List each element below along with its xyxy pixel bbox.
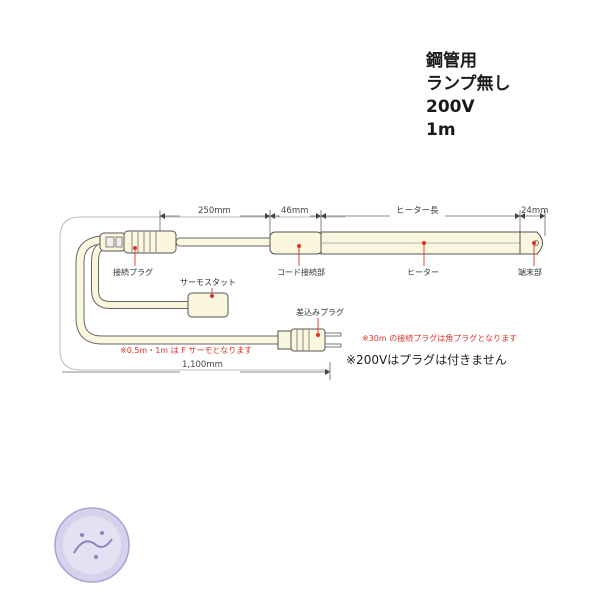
dim-heater-length: ヒーター長 — [396, 206, 439, 216]
dim-1100: 1,100mm — [182, 360, 223, 370]
dim-46: 46mm — [281, 206, 308, 216]
connect-plug — [99, 230, 177, 254]
dimension-arrows — [160, 213, 545, 375]
dim-24: 24mm — [521, 206, 548, 216]
dimension-lines — [62, 210, 546, 380]
label-end-part: 端末部 — [518, 267, 542, 277]
frame-outline — [59, 216, 345, 371]
leader-lines — [134, 243, 535, 335]
label-cord-joint: コード接続部 — [277, 267, 325, 277]
cords — [75, 235, 285, 345]
dim-250: 250mm — [198, 206, 231, 216]
note-thermostat-type: ※0.5m・1m は F サーモとなります — [120, 346, 252, 355]
spec-block: 鋼管用 ランプ無し 200V 1m — [426, 50, 596, 142]
label-connect-plug: 接続プラグ — [113, 267, 153, 277]
cord-joint — [269, 231, 323, 255]
note-200v-no-plug: ※200Vはプラグは付きません — [346, 353, 507, 367]
spec-voltage: 200V — [426, 97, 475, 117]
insert-plug — [277, 328, 342, 352]
note-30m-plug: ※30m の接続プラグは角プラグとなります — [362, 333, 517, 343]
label-thermostat: サーモスタット — [180, 278, 236, 287]
heater-pipe — [320, 231, 543, 255]
seal-watermark — [54, 507, 130, 583]
label-insert-plug: 差込みプラグ — [296, 307, 344, 317]
spec-usage: 鋼管用 — [426, 51, 477, 71]
leader-dots — [133, 241, 536, 337]
thermostat — [187, 292, 229, 318]
spec-lamp: ランプ無し — [426, 74, 511, 94]
label-heater: ヒーター — [407, 268, 439, 277]
spec-length: 1m — [426, 120, 456, 140]
